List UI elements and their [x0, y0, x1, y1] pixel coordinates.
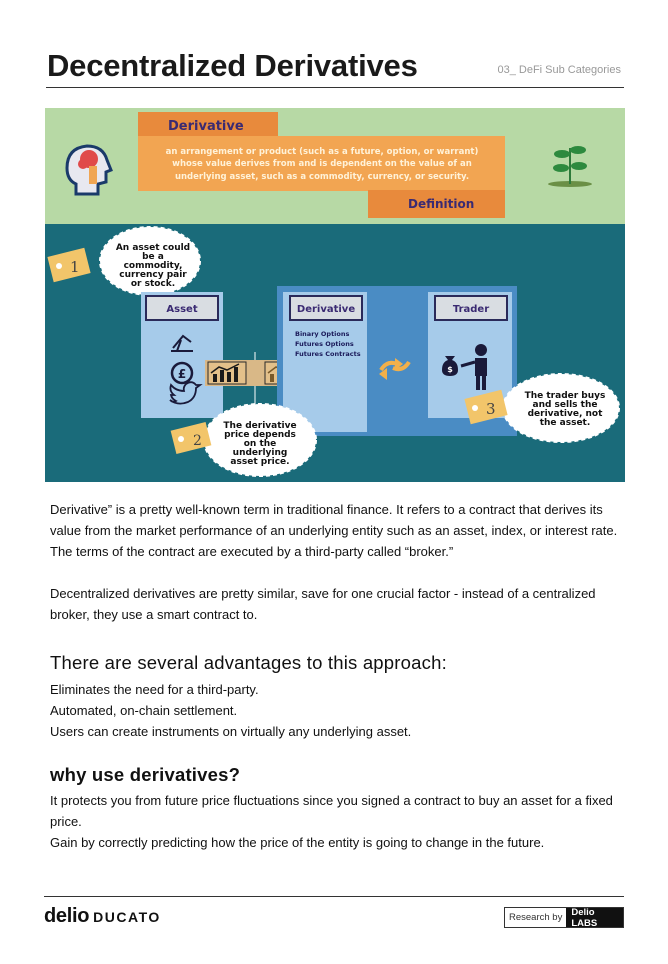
definition-text: an arrangement or product (such as a fut… [166, 147, 479, 182]
asset-bubble-line: commodity, [124, 261, 183, 271]
trader-bubble-line: The trader buys [525, 391, 606, 401]
trader-bubble-line: and sells the [533, 400, 598, 410]
why-list: It protects you from future price fluctu… [50, 790, 625, 853]
list-item: Gain by correctly predicting how the pri… [50, 835, 545, 850]
tag-1: 1 [47, 247, 91, 283]
price-bubble-line: price depends [224, 430, 296, 440]
tag-number: 2 [193, 433, 202, 449]
oil-pump-icon [171, 334, 193, 352]
banner-definition-box [138, 136, 505, 191]
derivative-panel-label: Derivative [297, 304, 355, 315]
trader-panel-header [434, 295, 508, 321]
decentralized-paragraph: Decentralized derivatives are pretty sim… [50, 586, 596, 622]
list-item: Eliminates the need for a third-party. [50, 682, 259, 697]
trader-person-icon [460, 344, 487, 390]
asset-bubble-line: be a [142, 252, 164, 262]
brand-primary: delio [44, 905, 90, 927]
why-heading: why use derivatives? [50, 764, 241, 785]
page-title: Decentralized Derivatives [47, 48, 418, 83]
advantages-heading: There are several advantages to this app… [50, 652, 447, 673]
research-brand: Delio LABS [566, 907, 623, 929]
asset-bubble-line: currency pair [119, 270, 187, 280]
brain-head-icon [65, 144, 113, 196]
trend-chart-icon [210, 363, 240, 382]
price-bubble: The derivative price depends on the unde… [203, 403, 317, 477]
derivative-item: Futures Contracts [295, 350, 361, 358]
list-item: It protects you from future price fluctu… [50, 793, 613, 829]
derivative-infographic: Derivative an arrangement or product (su… [45, 108, 625, 482]
pound-coin-icon: £ [170, 361, 194, 385]
list-item: Users can create instruments on virtuall… [50, 724, 412, 739]
definition-label-box [368, 190, 505, 218]
trader-bubble-line: the asset. [540, 418, 591, 428]
definition-label: Definition [408, 197, 474, 211]
price-bubble-line: The derivative [223, 421, 296, 431]
brand-secondary: DUCATO [93, 909, 161, 925]
twitter-bird-icon [169, 381, 203, 405]
definition-line: an arrangement or product (such as a fut… [166, 147, 479, 157]
asset-panel-header [145, 295, 219, 321]
trader-panel-label: Trader [453, 304, 489, 315]
definition-line: underlying asset, such as a commodity, c… [175, 172, 469, 182]
derivative-item: Futures Options [295, 340, 354, 348]
tag-number: 3 [486, 400, 496, 418]
banner-title-box [138, 112, 278, 140]
list-item: Automated, on-chain settlement. [50, 703, 238, 718]
definition-line: whose value derives from and is dependen… [172, 159, 472, 169]
advantages-list: Eliminates the need for a third-party. A… [50, 679, 411, 742]
trader-bubble: The trader buys and sells the derivative… [502, 373, 620, 443]
plant-icon [548, 146, 592, 187]
asset-bubble: An asset could be a commodity, currency … [99, 226, 201, 296]
section-tag: 03_ DeFi Sub Categories [497, 64, 621, 76]
money-bag-icon: $ [442, 356, 458, 376]
asset-bubble-line: or stock. [131, 279, 175, 289]
derivative-item: Binary Options [295, 330, 350, 338]
svg-text:£: £ [178, 367, 186, 381]
price-bubble-line: on the [244, 439, 277, 449]
trader-bubble-line: derivative, not [528, 409, 604, 419]
asset-bubble-line: An asset could [116, 243, 190, 253]
research-label: Research by [509, 912, 563, 923]
tag-3: 3 [464, 389, 508, 425]
banner-title: Derivative [168, 119, 244, 134]
intro-paragraph: Derivative” is a pretty well-known term … [50, 502, 618, 559]
tag-2: 2 [170, 422, 212, 454]
tag-number: 1 [70, 258, 80, 276]
derivative-panel-header [289, 295, 363, 321]
footer-divider [44, 896, 624, 897]
price-bubble-line: asset price. [230, 457, 289, 467]
asset-panel-label: Asset [166, 304, 197, 315]
page-header: Decentralized Derivatives 03_ DeFi Sub C… [46, 40, 624, 88]
research-credit: Research by Delio LABS [504, 907, 624, 929]
price-bubble-line: underlying [233, 448, 288, 458]
svg-text:$: $ [447, 365, 453, 374]
